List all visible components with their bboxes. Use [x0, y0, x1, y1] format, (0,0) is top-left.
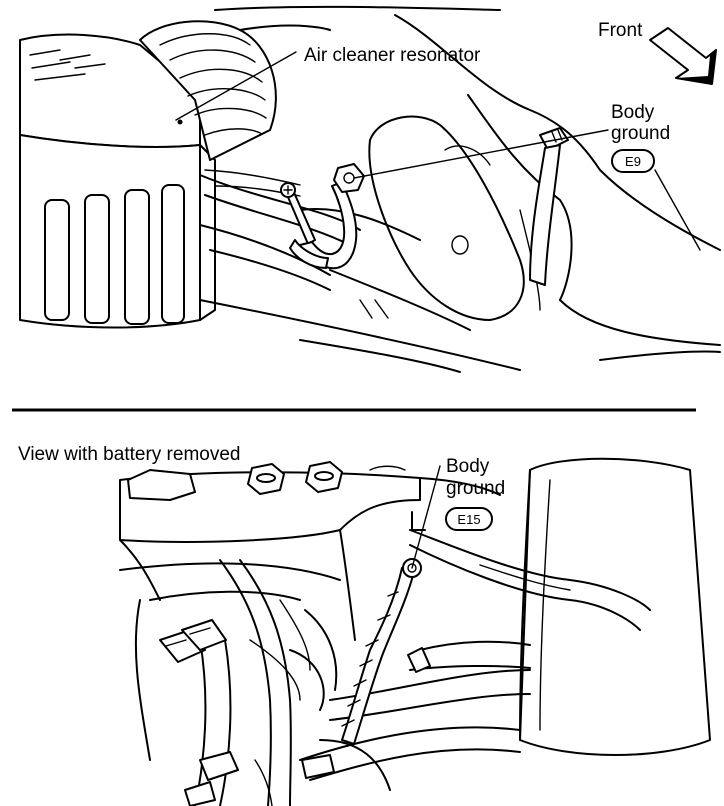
battery-support-bracket: [119, 461, 501, 641]
ground-strap-e9: [280, 163, 365, 270]
leader-ground-e9: [353, 129, 609, 179]
body-ground-label-line1: Body: [611, 102, 655, 123]
resonator-label: Air cleaner resonator: [304, 45, 481, 66]
body-ground-label-line2: ground: [611, 123, 670, 144]
front-direction-arrow-icon: [649, 27, 717, 85]
hex-bolt-icon: [333, 163, 365, 193]
leader-resonator: [175, 51, 297, 121]
ground-cable-e15: [301, 558, 431, 779]
bottom-view-caption: View with battery removed: [18, 444, 240, 465]
top-view: Front Air cleaner resonator Body ground …: [19, 5, 721, 373]
connector-top-right: [529, 127, 569, 286]
connector-code-e15: E15: [457, 512, 480, 527]
right-component-housing: [409, 457, 711, 756]
leader-ground-e15: [411, 465, 441, 569]
bottom-view: View with battery removed: [18, 444, 711, 806]
connector-code-e9: E9: [625, 154, 641, 169]
connector-code-badge: [611, 149, 655, 173]
harness-connector-left: [159, 619, 239, 806]
connector-code-badge-bottom: [445, 507, 493, 531]
body-ground-label-line1-bottom: Body: [446, 456, 490, 477]
body-ground-label-line2-bottom: ground: [446, 478, 505, 499]
air-cleaner-assembly: [19, 20, 331, 329]
front-label: Front: [598, 20, 643, 41]
